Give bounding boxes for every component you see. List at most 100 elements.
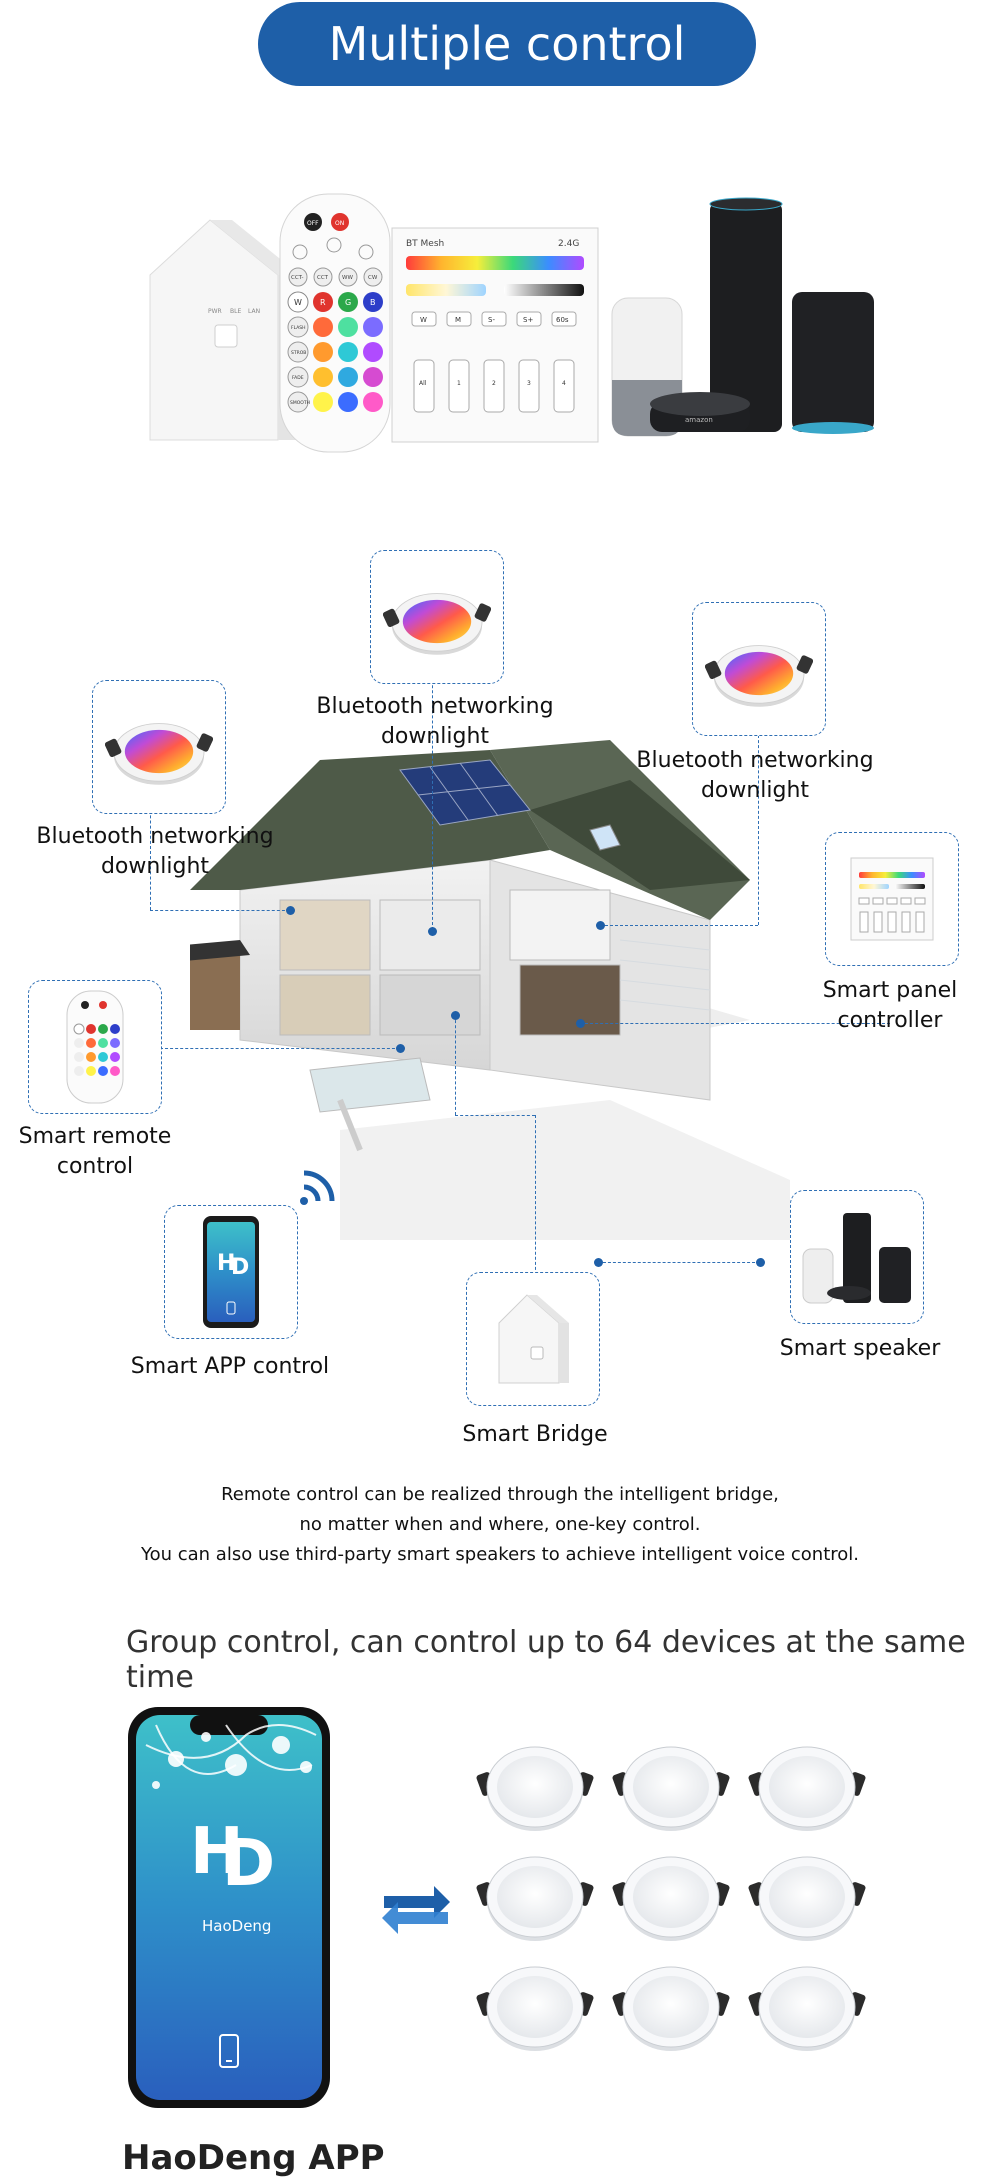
- panel-icon: [850, 857, 934, 941]
- panel-btn-s-minus: S-: [488, 316, 495, 324]
- speaker-devices: amazon: [611, 197, 874, 437]
- rgb-downlight-icon: [704, 624, 814, 714]
- remote-btn-cw: CW: [368, 275, 378, 281]
- speaker-icon: [802, 1213, 911, 1304]
- product-lineup: PWR BLE LAN OFF ON CCT- CCT WW CW W R G …: [149, 193, 874, 453]
- label-remote: Smart remote control: [18, 1124, 172, 1179]
- connector-speaker-h: [598, 1262, 760, 1263]
- rgb-downlight-icon: [104, 702, 214, 792]
- remote-btn-ww: WW: [342, 275, 353, 281]
- bridge-device: PWR BLE LAN: [149, 219, 300, 441]
- white-downlight-icon: [472, 1845, 598, 1945]
- white-downlight-icon: [744, 1955, 870, 2055]
- node-dot: [756, 1258, 765, 1267]
- panel-device: BT Mesh 2.4G W M S- S+ 60s All 1 2 3 4: [391, 227, 599, 443]
- white-downlight-icon: [744, 1845, 870, 1945]
- svg-text:D: D: [231, 1255, 249, 1280]
- panel-box: [825, 832, 959, 966]
- panel-zone-all: All: [419, 380, 427, 387]
- panel-btn-60s: 60s: [556, 316, 569, 324]
- remote-btn-g: G: [345, 298, 351, 307]
- bridge-label-ble: BLE: [230, 308, 241, 315]
- remote-btn-b: B: [370, 298, 376, 307]
- svg-text:H: H: [217, 1251, 235, 1276]
- speaker-brand: amazon: [685, 416, 713, 424]
- remote-btn-strob: STROB: [291, 350, 306, 356]
- rgb-downlight-icon: [382, 572, 492, 662]
- node-dot: [594, 1258, 603, 1267]
- phone-app-icon: H D: [203, 1216, 259, 1328]
- label-speaker: Smart speaker: [779, 1336, 941, 1361]
- connector-center-v: [432, 660, 433, 930]
- label-downlight-right: Bluetooth networking downlight: [636, 748, 874, 803]
- downlight-box-left: [92, 680, 226, 814]
- connector-bridge-v: [455, 1015, 456, 1115]
- remote-btn-cct-minus: CCT-: [291, 275, 304, 281]
- remote-on-label: ON: [335, 220, 344, 227]
- bridge-icon: [498, 1294, 569, 1384]
- remote-btn-flash: FLASH: [291, 325, 306, 331]
- phone-mockup: H D HaoDeng: [126, 1705, 332, 2110]
- remote-off-label: OFF: [307, 220, 319, 227]
- connector-left-v: [150, 790, 151, 910]
- panel-zone-2: 2: [492, 380, 496, 387]
- app-box: H D: [164, 1205, 298, 1339]
- remote-btn-smooth: SMOOTH: [290, 400, 310, 406]
- white-downlight-icon: [744, 1735, 870, 1835]
- sync-arrows-icon: [382, 1886, 450, 1934]
- panel-btn-s-plus: S+: [523, 316, 533, 324]
- remote-btn-w: W: [294, 298, 302, 307]
- node-dot: [596, 921, 605, 930]
- remote-btn-cct: CCT: [317, 275, 329, 281]
- connector-panel-h: [580, 1023, 890, 1024]
- panel-brand: BT Mesh: [406, 239, 444, 249]
- white-downlight-icon: [608, 1955, 734, 2055]
- label-downlight-center: Bluetooth networking downlight: [316, 694, 554, 749]
- wifi-icon: [300, 1170, 335, 1205]
- remote-box: [28, 980, 162, 1114]
- white-downlight-icon: [472, 1735, 598, 1835]
- label-app: Smart APP control: [130, 1354, 330, 1379]
- downlight-grid: [472, 1735, 872, 2065]
- description-line-2: no matter when and where, one-key contro…: [299, 1514, 701, 1535]
- connector-right-v: [758, 730, 759, 925]
- panel-zone-3: 3: [527, 380, 531, 387]
- remote-btn-fade: FADE: [292, 375, 304, 381]
- bridge-label-lan: LAN: [248, 308, 260, 315]
- bridge-box: [466, 1272, 600, 1406]
- connector-left-h: [150, 910, 290, 911]
- page-title: Multiple control methods: [258, 2, 756, 155]
- remote-btn-r: R: [320, 298, 326, 307]
- app-brand-name: HaoDeng: [202, 1917, 271, 1935]
- downlight-box-center: [370, 550, 504, 684]
- description-line-3: You can also use third-party smart speak…: [140, 1544, 860, 1565]
- node-dot: [428, 927, 437, 936]
- white-downlight-icon: [608, 1735, 734, 1835]
- label-bridge: Smart Bridge: [462, 1422, 608, 1447]
- connector-bridge-v2: [535, 1115, 536, 1275]
- connector-right-h: [600, 925, 758, 926]
- app-name: HaoDeng APP: [122, 2138, 385, 2178]
- panel-band: 2.4G: [558, 239, 579, 249]
- node-dot: [576, 1019, 585, 1028]
- bridge-label-pwr: PWR: [208, 308, 222, 315]
- node-dot: [286, 906, 295, 915]
- connector-bridge-h: [455, 1115, 535, 1116]
- connector-remote-h: [160, 1048, 400, 1049]
- white-downlight-icon: [608, 1845, 734, 1945]
- white-downlight-icon: [472, 1955, 598, 2055]
- panel-btn-m: M: [455, 316, 461, 324]
- speaker-box: [790, 1190, 924, 1324]
- downlight-box-right: [692, 602, 826, 736]
- label-panel: Smart panel controller: [822, 978, 958, 1033]
- node-dot: [396, 1044, 405, 1053]
- node-dot: [451, 1011, 460, 1020]
- group-heading: Group control, can control up to 64 devi…: [126, 1625, 966, 1695]
- panel-btn-w: W: [420, 316, 427, 324]
- house-illustration: [190, 740, 790, 1240]
- app-logo-h: H: [190, 1815, 244, 1889]
- app-logo-d: D: [222, 1827, 275, 1901]
- remote-icon: [66, 990, 124, 1104]
- panel-zone-1: 1: [457, 380, 461, 387]
- panel-zone-4: 4: [562, 380, 566, 387]
